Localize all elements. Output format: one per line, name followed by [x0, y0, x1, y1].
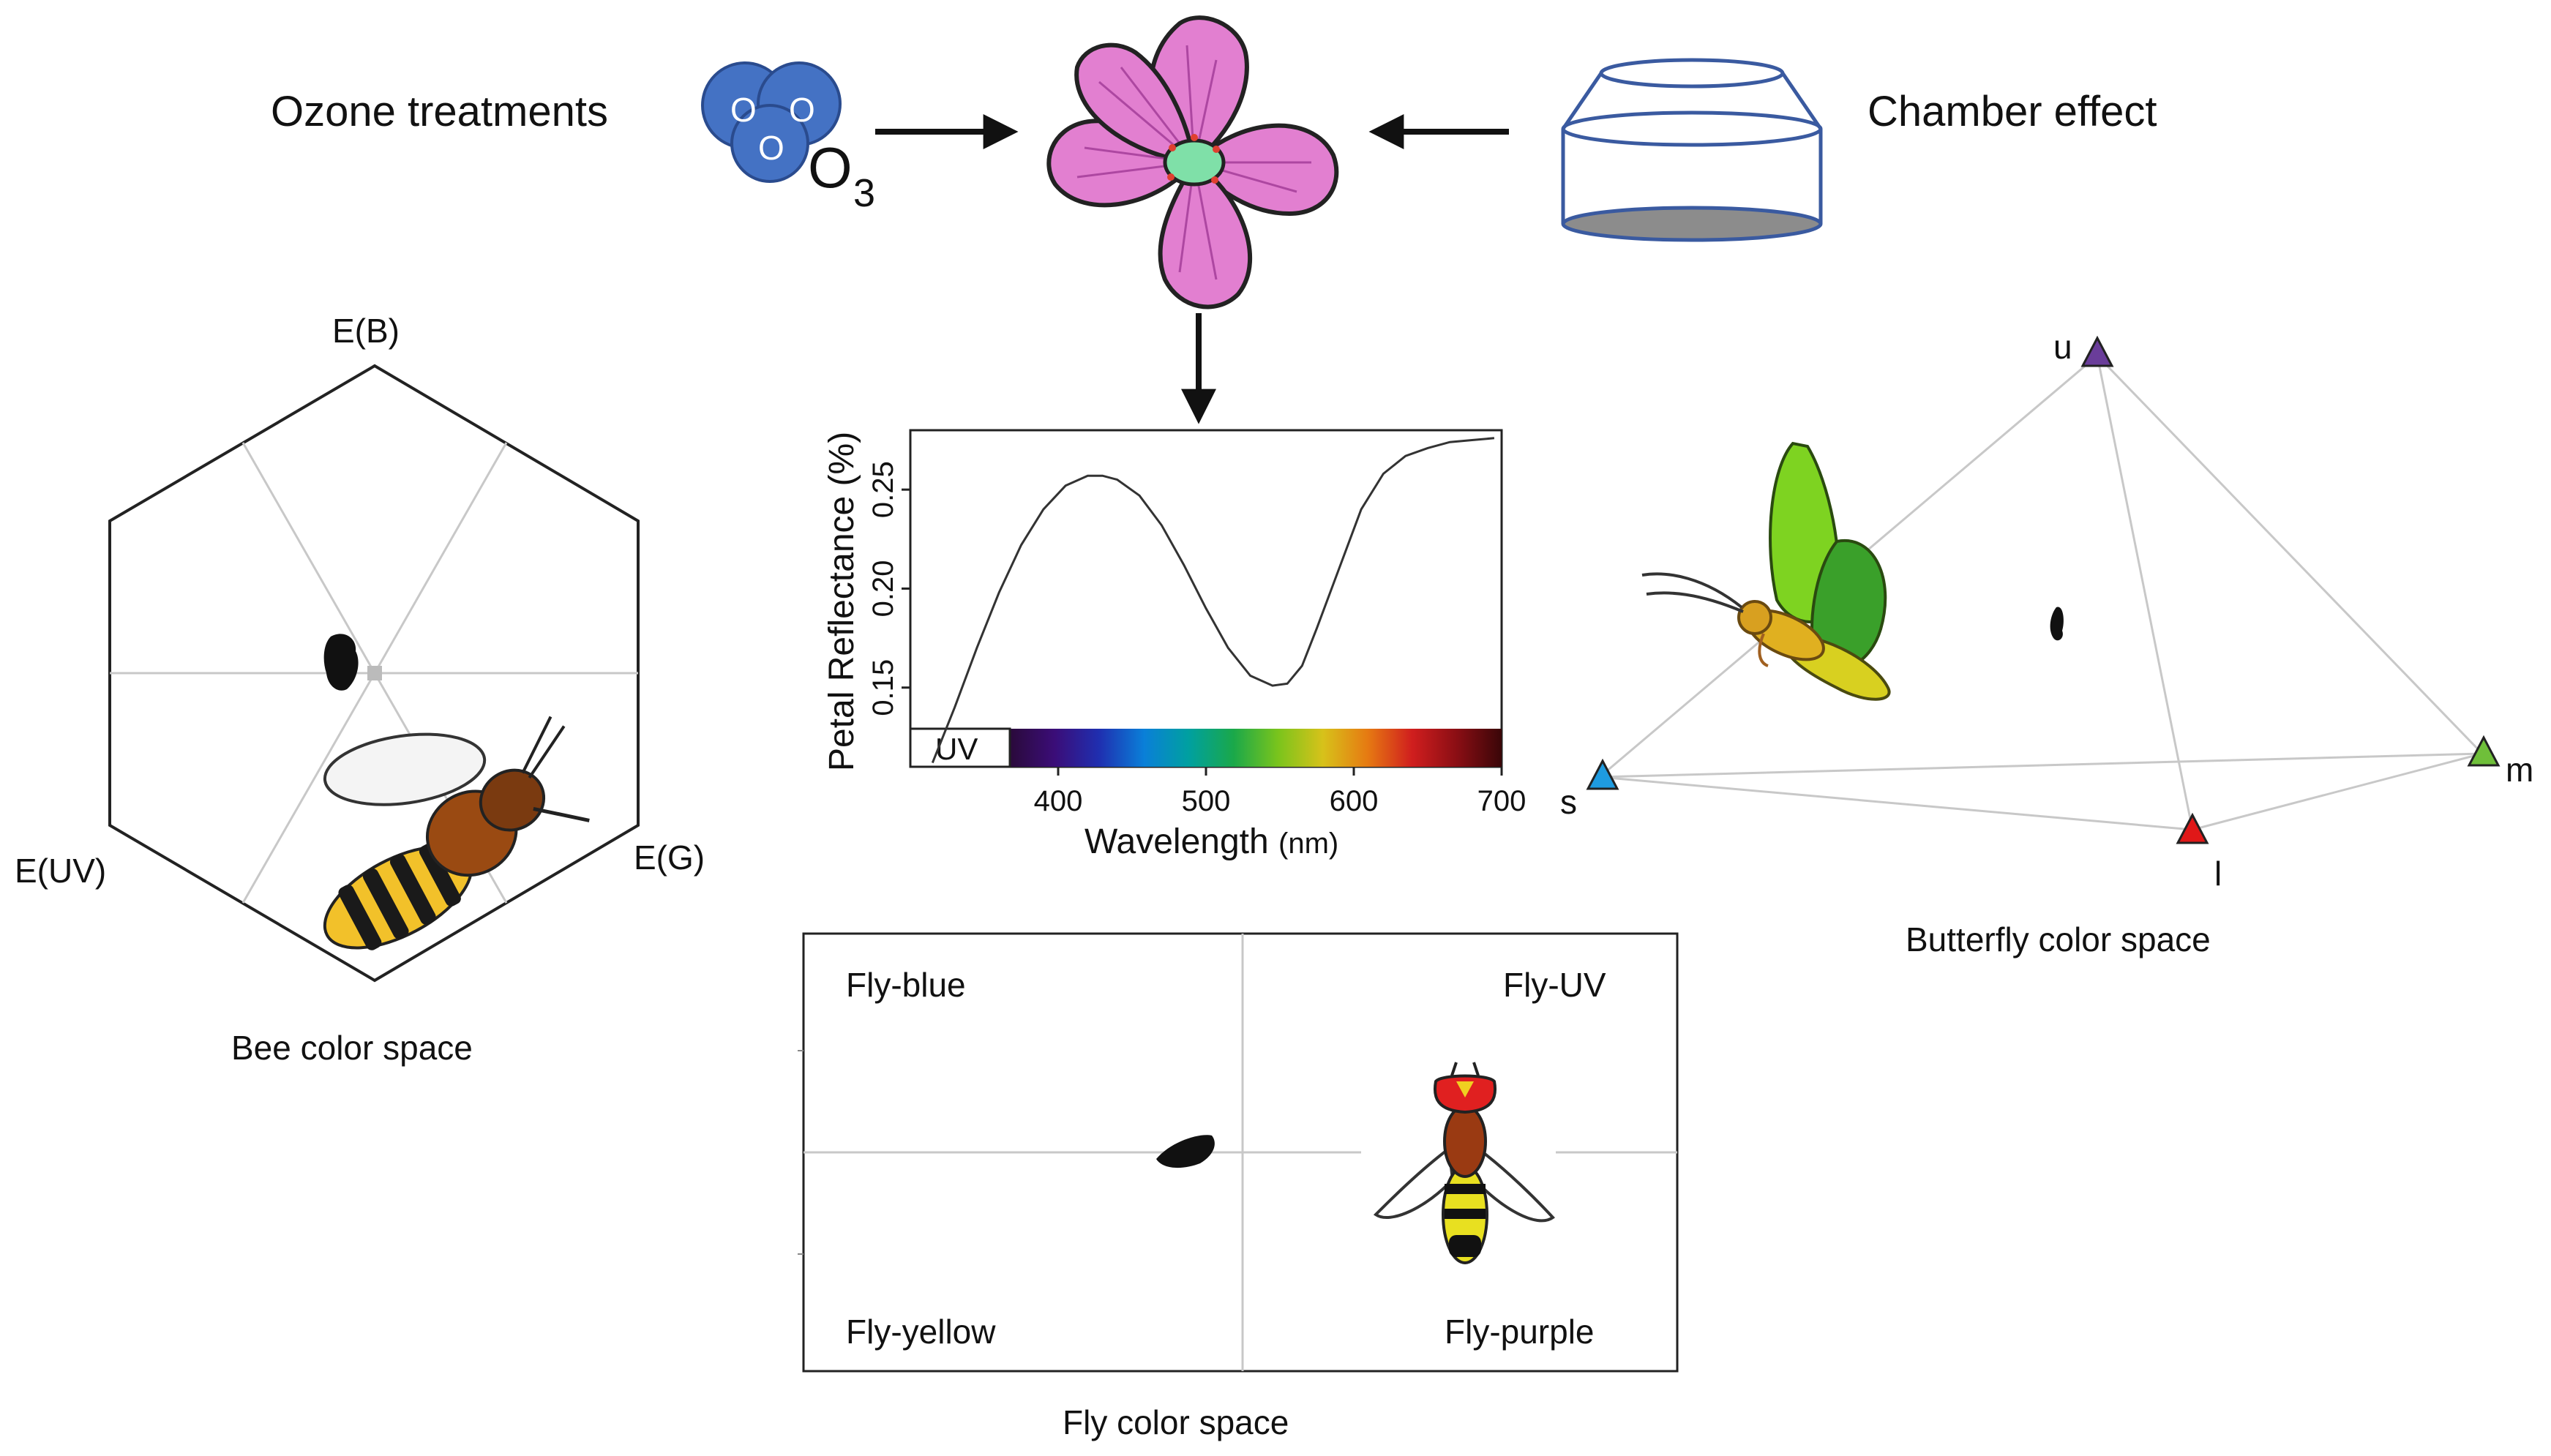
x-tick-label: 600 [1330, 785, 1379, 817]
reflectance-series-line [931, 437, 1495, 764]
reflectance-plot-frame [909, 429, 1503, 768]
fly-quadrant-uv: Fly-UV [1503, 966, 1606, 1004]
x-tick-label: 500 [1182, 785, 1231, 817]
x-tick-label: 700 [1477, 785, 1527, 817]
svg-text:O: O [758, 129, 784, 167]
x-tick-label: 400 [1034, 785, 1083, 817]
butterfly-data-cluster [2050, 607, 2064, 641]
chamber-icon [1561, 58, 1823, 242]
fly-quadrant-blue: Fly-blue [846, 966, 966, 1004]
bee-vertex-uv: E(UV) [15, 852, 106, 890]
fly-data-cluster [1156, 1135, 1215, 1168]
reflectance-x-label: Wavelength (nm) [1085, 822, 1338, 861]
uv-label: UV [935, 732, 978, 766]
bee-color-space: E(B) E(UV) E(G) Bee color space [15, 312, 705, 1067]
y-tick-label: 0.15 [867, 659, 899, 716]
butterfly-caption: Butterfly color space [1906, 920, 2211, 958]
bee-data-cluster [323, 634, 359, 691]
reflectance-chart: UV 400 500 600 700 0.15 0.20 0.25 Petal Refle… [823, 429, 1527, 861]
bee-vertex-g: E(G) [634, 838, 705, 877]
bee-vertex-b: E(B) [332, 312, 400, 350]
vertex-m-marker [2467, 735, 2501, 767]
ozone-treatments-label: Ozone treatments [271, 88, 608, 135]
fly-caption: Fly color space [1063, 1403, 1289, 1441]
spectrum-bar [1010, 729, 1502, 767]
reflectance-y-ticks: 0.15 0.20 0.25 [867, 461, 910, 716]
vertex-l-label: l [2214, 855, 2222, 893]
vertex-m-label: m [2506, 751, 2533, 789]
o3-subscript: 3 [853, 171, 875, 215]
chamber-effect-label: Chamber effect [1868, 88, 2157, 135]
vertex-s-label: s [1560, 783, 1577, 821]
bee-hexagon [108, 364, 640, 983]
vertex-u-marker [2080, 335, 2114, 367]
vertex-u-label: u [2053, 328, 2072, 366]
ozone-molecule-icon: O O O O 3 [701, 61, 875, 215]
o3-formula: O [808, 135, 853, 200]
bee-caption: Bee color space [231, 1029, 473, 1067]
fly-icon [1373, 1062, 1555, 1264]
fly-quadrant-purple: Fly-purple [1445, 1313, 1595, 1351]
fly-color-space: Fly-blue Fly-UV Fly-yellow Fly-purple Fl… [798, 932, 1679, 1441]
y-tick-label: 0.25 [867, 461, 899, 518]
fly-quadrant-yellow: Fly-yellow [846, 1313, 996, 1351]
flower-icon [1046, 15, 1339, 309]
reflectance-x-ticks: 400 500 600 700 [1034, 767, 1527, 817]
vertex-s-marker [1586, 758, 1619, 790]
butterfly-icon [1641, 441, 1891, 701]
vertex-l-marker [2176, 812, 2209, 844]
bee-icon [323, 716, 590, 950]
svg-text:O: O [789, 91, 815, 129]
reflectance-y-label: Petal Reflectance (%) [823, 432, 861, 771]
butterfly-color-space: u s m l Butterfly color space [1560, 328, 2533, 958]
uv-box [909, 727, 1011, 768]
y-tick-label: 0.20 [867, 560, 899, 618]
svg-text:O: O [730, 91, 757, 129]
